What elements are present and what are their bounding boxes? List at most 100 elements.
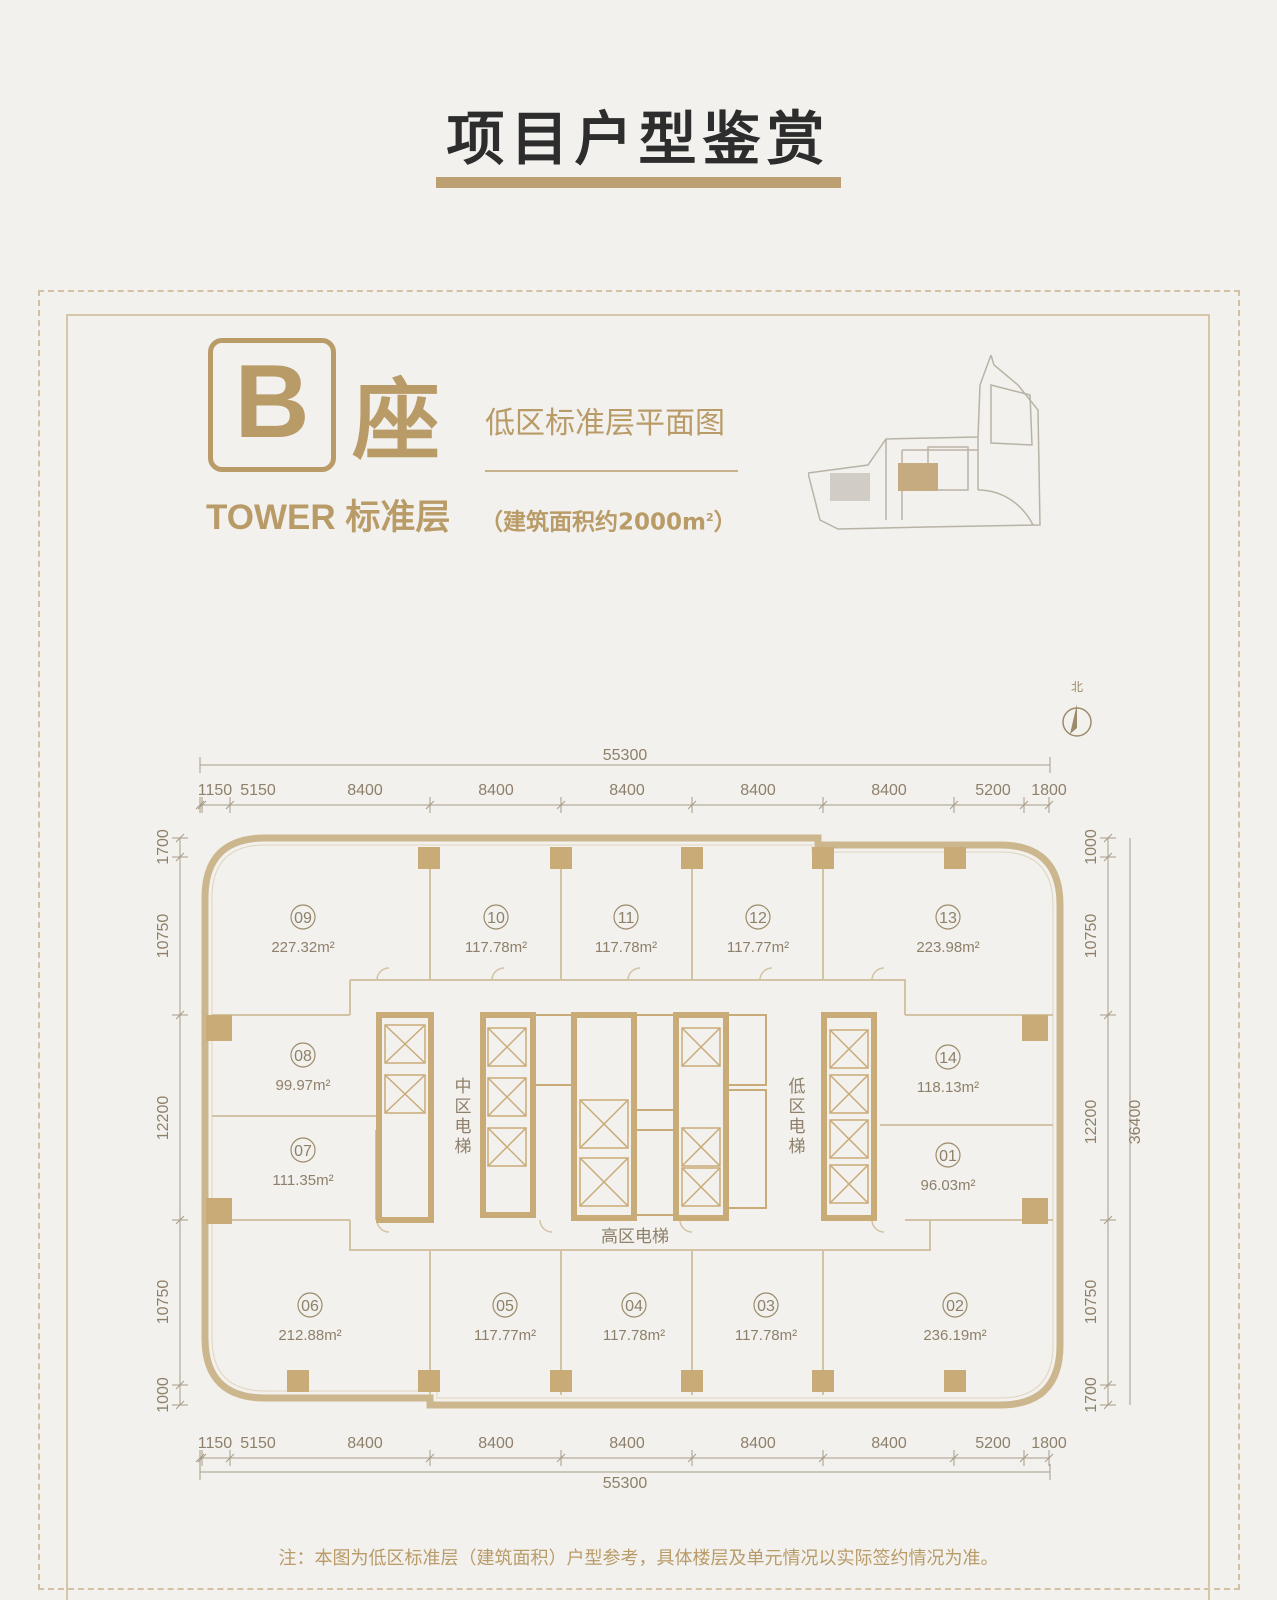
- right-dimension-segment-label: 10750: [1083, 914, 1100, 959]
- top-dimension-segment-label: 1150: [198, 782, 233, 799]
- unit-10: 10 117.78m²: [465, 904, 527, 956]
- left-dimension-segment-label: 1000: [155, 1377, 172, 1413]
- top-dimension-segment-label: 8400: [871, 782, 907, 799]
- bottom-dimension-segment-label: 5150: [240, 1435, 276, 1452]
- unit-number: 03: [757, 1298, 775, 1315]
- unit-03: 03 117.78m²: [735, 1292, 797, 1344]
- area-note: （建筑面积约2000m2）: [480, 500, 737, 541]
- unit-number-circle: [621, 1292, 647, 1318]
- top-dimension-segment-label: 8400: [740, 782, 776, 799]
- bottom-dimension-segment-label: 8400: [871, 1435, 907, 1452]
- core-shaft-low: [821, 1012, 877, 1221]
- elevator-car: [579, 1099, 629, 1149]
- unit-number: 07: [294, 1143, 312, 1160]
- corridor-doors: [376, 967, 885, 1233]
- page-title-wrap: 项目户型鉴赏: [0, 92, 1277, 190]
- core-washroom-2: [633, 1129, 677, 1216]
- unit-area: 227.32m²: [271, 939, 334, 956]
- mid-lift-label-2: 区: [455, 1097, 472, 1116]
- plan-subtitle: 低区标准层平面图: [485, 406, 725, 441]
- unit-number-circle: [753, 1292, 779, 1318]
- bottom-dimension-segment-label: 1150: [198, 1435, 233, 1452]
- elevator-car: [829, 1119, 869, 1159]
- mid-lift-label-1: 中: [455, 1077, 472, 1096]
- key-plan-thumbnail: [808, 355, 1041, 530]
- unit-number: 08: [294, 1048, 312, 1065]
- unit-number-circle: [290, 904, 316, 930]
- unit-area: 117.77m²: [474, 1327, 536, 1344]
- unit-number: 04: [625, 1298, 643, 1315]
- page-title-text: 项目户型鉴赏: [446, 105, 831, 173]
- unit-number: 10: [487, 910, 505, 927]
- unit-area: 212.88m²: [278, 1327, 341, 1344]
- unit-09: 09 227.32m²: [271, 904, 335, 956]
- building-shell: [201, 834, 1064, 1409]
- unit-number-circle: [483, 904, 509, 930]
- unit-number: 13: [939, 910, 957, 927]
- core-shaft-mid-right: [480, 1012, 536, 1218]
- unit-07: 07 111.35m²: [272, 1137, 334, 1189]
- unit-area: 117.78m²: [735, 1327, 797, 1344]
- elevator-cars: [384, 1024, 869, 1207]
- unit-area: 117.78m²: [595, 939, 657, 956]
- elevator-car: [487, 1127, 527, 1167]
- unit-13: 13 223.98m²: [916, 904, 980, 956]
- unit-area: 96.03m²: [920, 1177, 975, 1194]
- unit-number-circle: [492, 1292, 518, 1318]
- low-lift-label-3: 电: [789, 1117, 806, 1136]
- tower-letter-badge: B: [208, 338, 336, 472]
- core-stair-2: [725, 1089, 767, 1209]
- mid-lift-label-4: 梯: [455, 1137, 472, 1156]
- footnote: 注：本图为低区标准层（建筑面积）户型参考，具体楼层及单元情况以实际签约情况为准。: [278, 1548, 999, 1569]
- elevator-car: [579, 1157, 629, 1207]
- bottom-dimension-total-label: 55300: [603, 1475, 648, 1492]
- bottom-dimension-segment-label: 8400: [740, 1435, 776, 1452]
- elevator-car: [384, 1074, 426, 1114]
- core-shaft-mid-left: [376, 1012, 434, 1223]
- unit-area: 111.35m²: [272, 1172, 333, 1189]
- unit-number-circle: [935, 1142, 961, 1168]
- unit-number-circle: [935, 904, 961, 930]
- left-dimension-segment-label: 12200: [155, 1096, 172, 1141]
- elevator-car: [681, 1027, 721, 1067]
- elevator-car: [384, 1024, 426, 1064]
- right-dimension-segment-label: 1000: [1083, 829, 1100, 865]
- core-stair-1: [532, 1014, 575, 1086]
- top-dimension-segment-label: 8400: [478, 782, 514, 799]
- top-dimension-segment-label: 8400: [609, 782, 645, 799]
- elevator-car: [681, 1167, 721, 1207]
- unit-number-circle: [942, 1292, 968, 1318]
- dimension-lines: [172, 757, 1131, 1480]
- unit-area: 117.78m²: [465, 939, 527, 956]
- core-shaft-high-left: [571, 1012, 637, 1221]
- unit-number-circle: [745, 904, 771, 930]
- north-label: 北: [1071, 680, 1083, 694]
- inner-frame: [66, 314, 1210, 1600]
- building-core: [376, 1012, 877, 1223]
- depth-total-label: 36400: [1127, 1100, 1144, 1145]
- bottom-dimension-segment-label: 8400: [478, 1435, 514, 1452]
- area-note-suffix: ）: [713, 509, 737, 536]
- right-dimension-segment-label: 1700: [1083, 1377, 1100, 1413]
- right-dimension-segment-label: 10750: [1083, 1280, 1100, 1325]
- area-note-sup: 2: [705, 511, 714, 524]
- tower-character: 座: [352, 368, 441, 472]
- top-dimension-segment-label: 5150: [240, 782, 276, 799]
- low-lift-label-4: 梯: [789, 1137, 806, 1156]
- outer-dashed-frame: [38, 290, 1240, 1590]
- core-service: [725, 1014, 767, 1086]
- area-note-prefix: （建筑面积约2000m: [480, 509, 706, 536]
- unit-number: 09: [294, 910, 312, 927]
- unit-area: 223.98m²: [916, 939, 979, 956]
- core-washroom: [633, 1014, 677, 1111]
- elevator-car: [829, 1164, 869, 1204]
- unit-number: 12: [749, 910, 767, 927]
- unit-number: 14: [939, 1050, 957, 1067]
